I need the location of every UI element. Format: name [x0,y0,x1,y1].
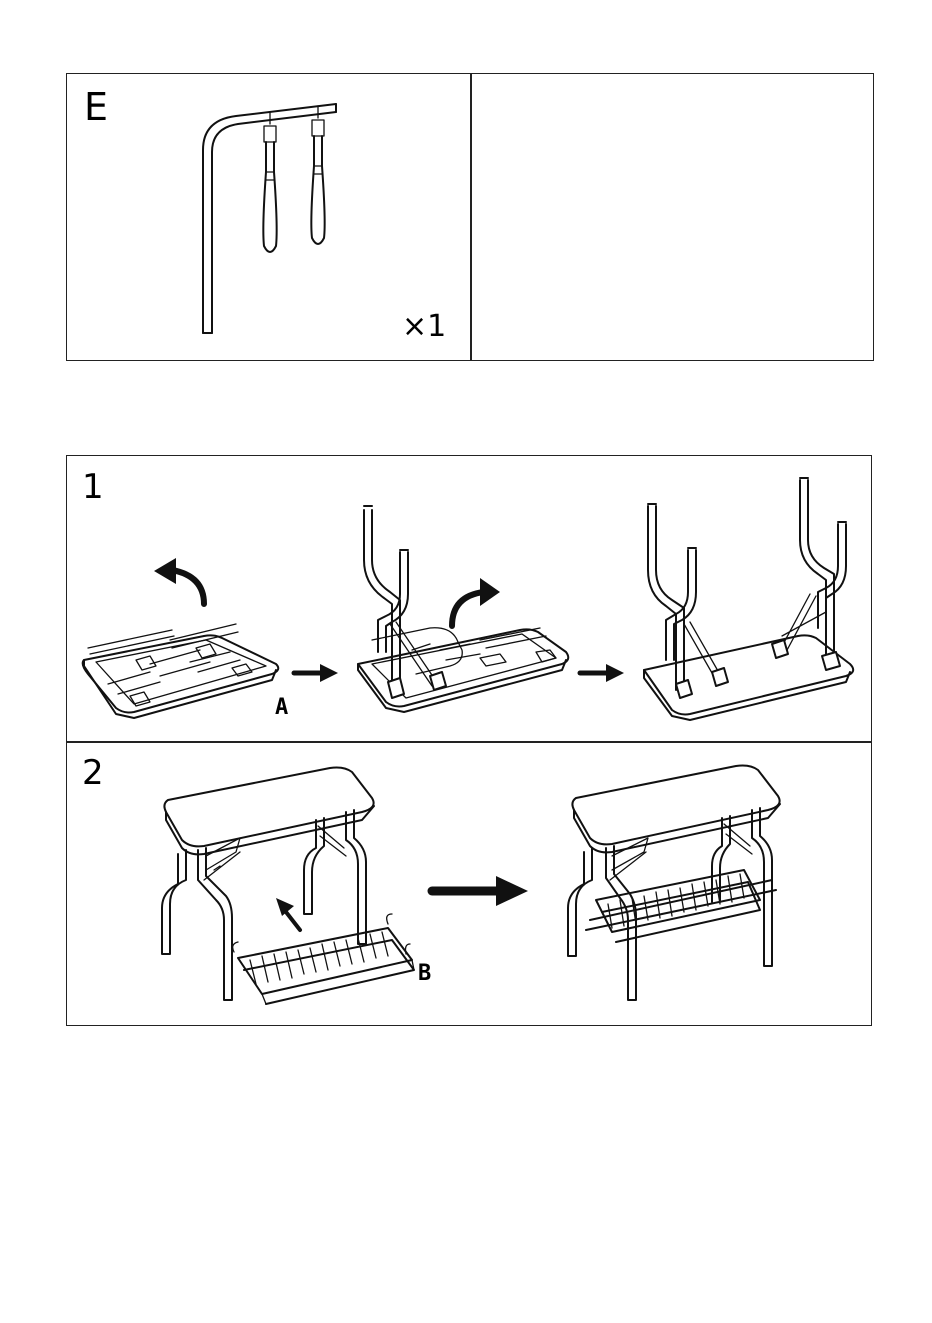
step-2-drawing [0,0,932,1040]
table-with-basket [568,766,780,1001]
wire-basket [233,914,414,1004]
